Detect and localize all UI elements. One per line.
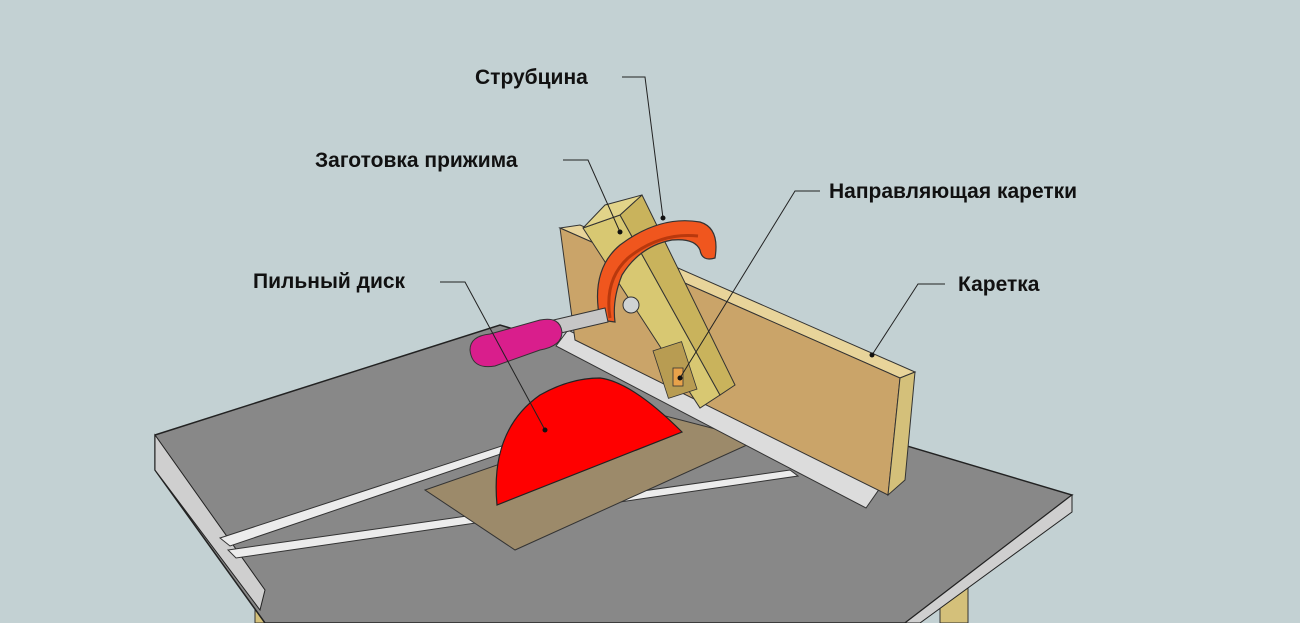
label-clamp-blank: Заготовка прижима (315, 149, 518, 172)
leader-saw-blade (440, 281, 546, 431)
leader-carriage-guide (679, 190, 820, 379)
carriage-end (887, 371, 916, 497)
clamp-pad (622, 296, 640, 314)
label-carriage: Каретка (958, 273, 1040, 296)
leader-clamp-blank (563, 159, 621, 233)
saw-blade (495, 377, 684, 506)
clamp-frame (596, 220, 717, 323)
label-clamp: Струбцина (475, 66, 588, 89)
clamp-handle (469, 318, 563, 368)
leader-clamp (622, 76, 664, 219)
leader-clamp-dot (660, 215, 666, 221)
label-carriage-guide: Направляющая каретки (829, 180, 1078, 203)
leader-carriage (871, 283, 945, 356)
clamp-frame-inner (607, 233, 699, 319)
leader-carriage-guide-dot (677, 375, 683, 381)
leader-carriage-dot (869, 352, 875, 358)
label-saw-blade: Пильный диск (253, 270, 406, 293)
leader-saw-blade-dot (542, 427, 548, 433)
leader-clamp-blank-dot (617, 229, 623, 235)
table-front-edge-right (904, 493, 1073, 623)
clamp-blank-top (582, 194, 643, 229)
